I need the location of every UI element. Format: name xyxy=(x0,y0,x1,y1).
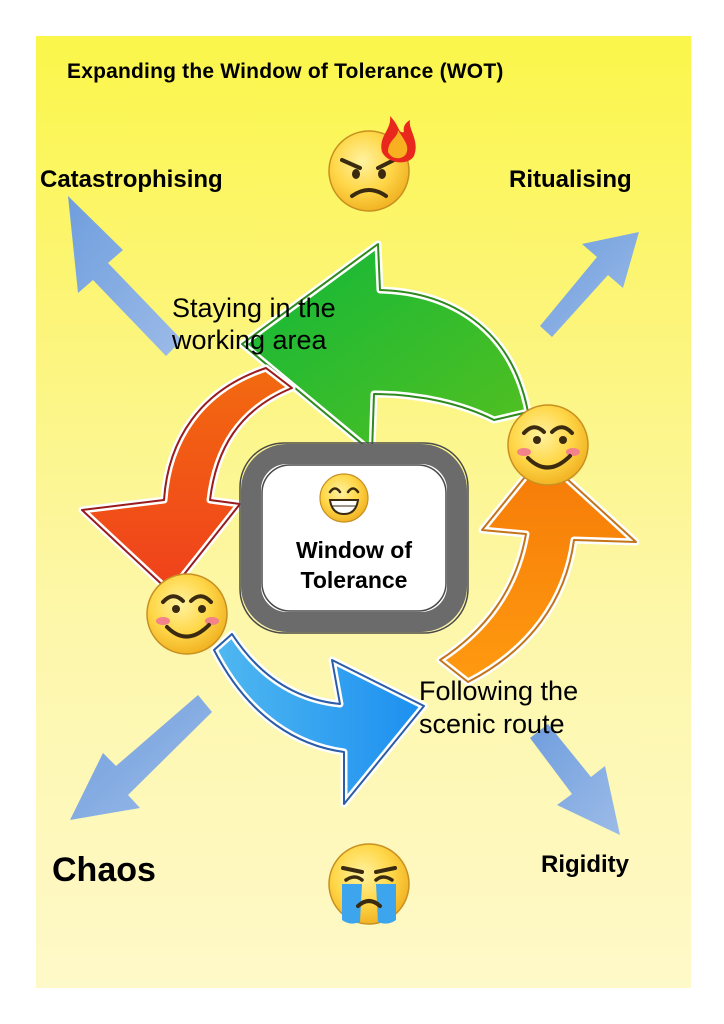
crying-face-icon xyxy=(328,843,410,925)
arrow-to-ritualising xyxy=(540,232,639,337)
orange-cycle-arrow xyxy=(436,452,640,686)
label-ritualising: Ritualising xyxy=(509,166,632,193)
diagram-title: Expanding the Window of Tolerance (WOT) xyxy=(67,60,504,83)
smirking-face-icon xyxy=(507,404,589,486)
label-staying-in-working-area: Staying in the working area xyxy=(172,293,336,355)
label-catastrophising: Catastrophising xyxy=(40,166,223,193)
label-scenic-route: Following the scenic route xyxy=(419,676,579,739)
grinning-face-icon xyxy=(319,473,369,523)
angry-face-with-fire-icon xyxy=(328,116,416,212)
blue-cycle-arrow xyxy=(210,630,428,808)
label-chaos: Chaos xyxy=(52,851,156,889)
arrow-to-catastrophising xyxy=(68,196,182,356)
window-of-tolerance-label: Window of Tolerance xyxy=(295,537,413,593)
label-rigidity: Rigidity xyxy=(541,851,629,878)
smirking-face-icon-left xyxy=(146,573,228,655)
arrow-to-chaos xyxy=(70,695,212,820)
arrow-to-rigidity xyxy=(530,724,620,835)
